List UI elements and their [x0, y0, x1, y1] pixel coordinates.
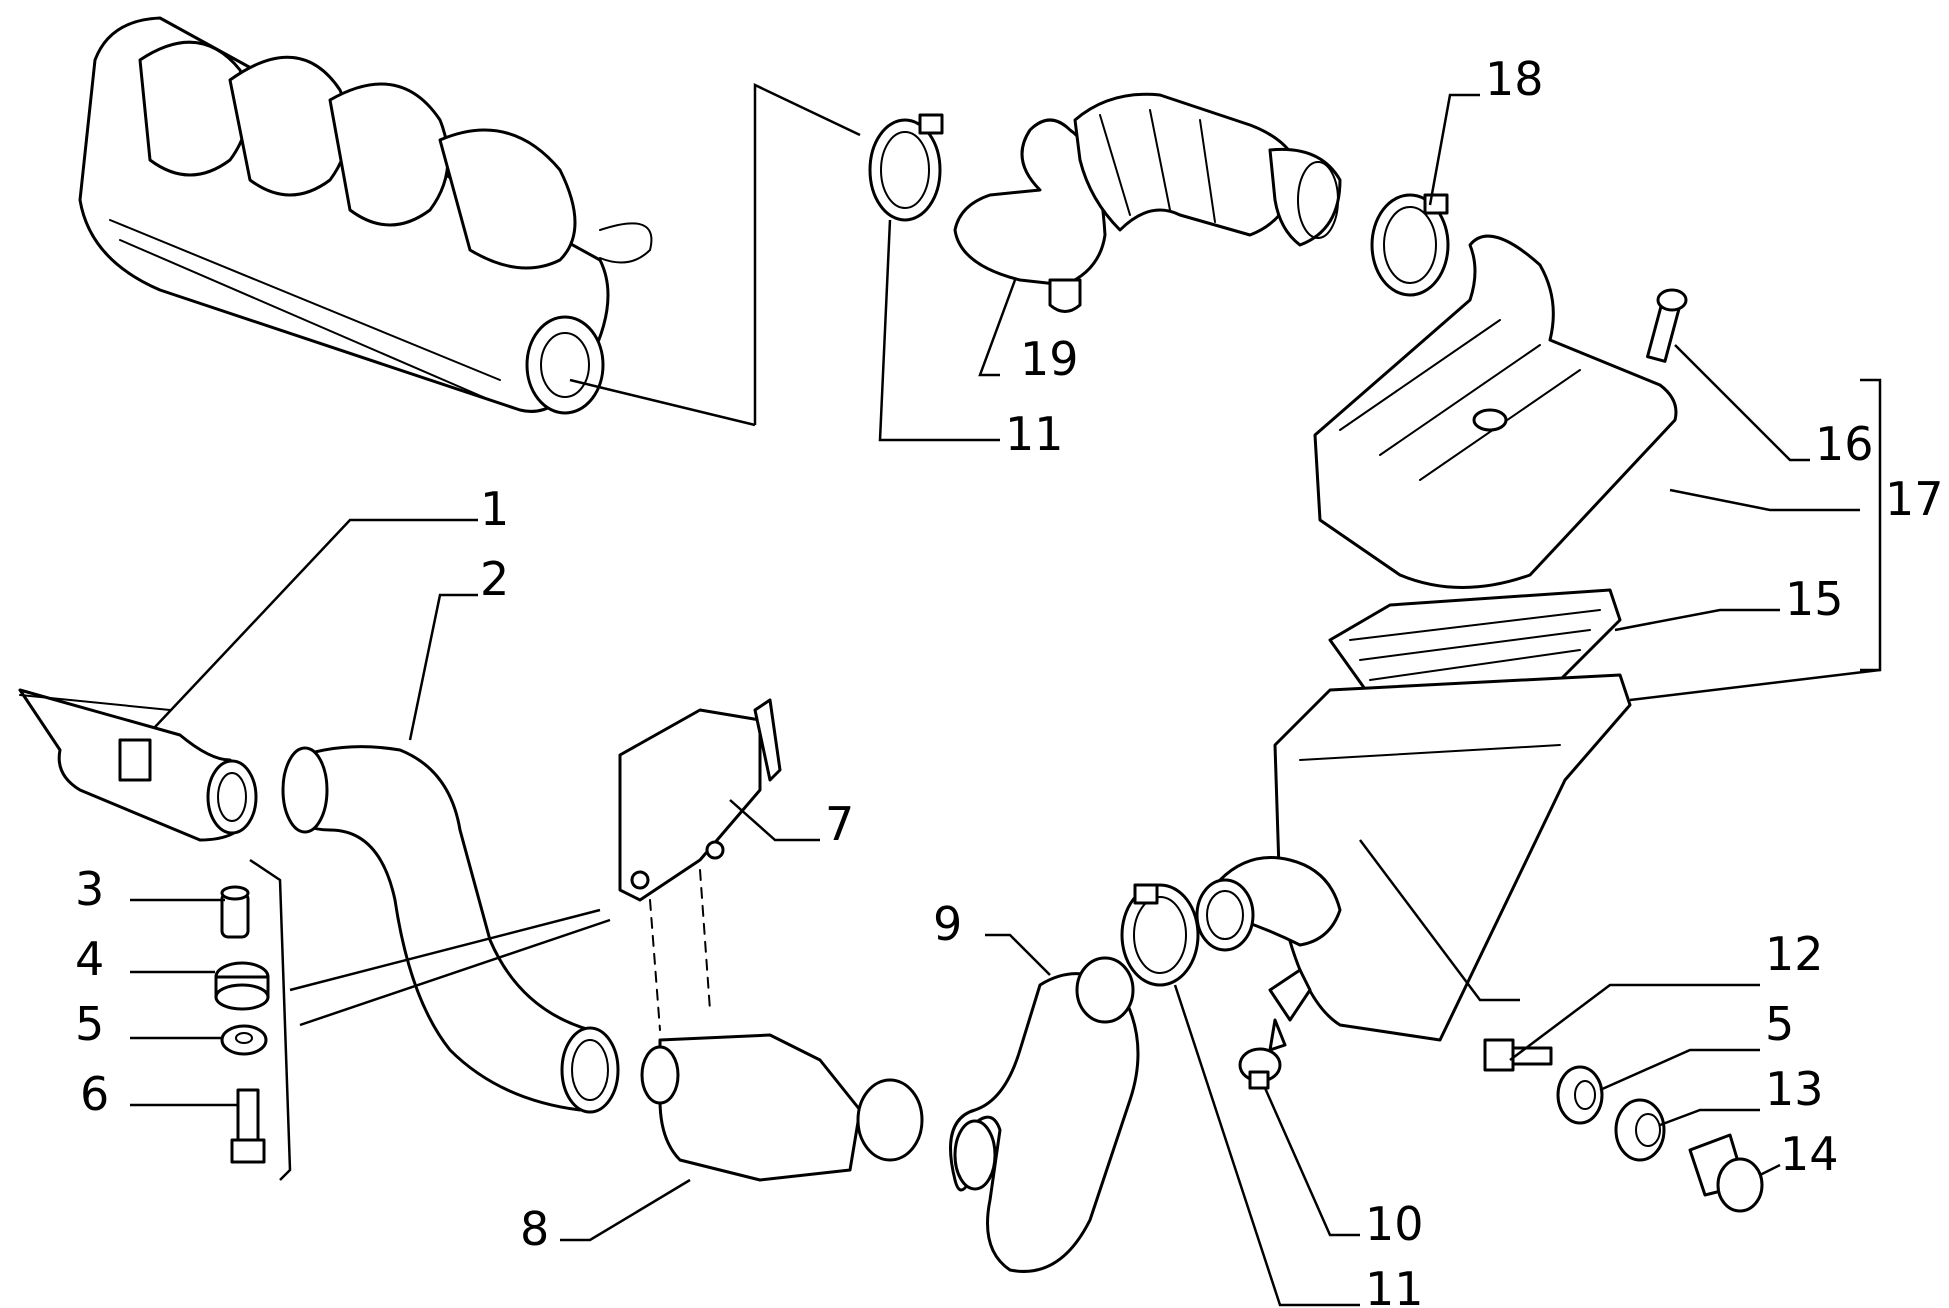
- leader-9: [985, 933, 1051, 976]
- bracket-7: [618, 698, 782, 902]
- leader-17-cover: [1669, 488, 1860, 512]
- spacer-14: [1688, 1133, 1764, 1213]
- grommet-10: [1238, 1047, 1282, 1090]
- callout-11-upper: 11: [1005, 407, 1064, 461]
- leader-15: [1614, 608, 1780, 632]
- callout-15: 15: [1785, 572, 1844, 626]
- callout-6: 6: [80, 1067, 109, 1121]
- washer-5-right: [1556, 1065, 1604, 1125]
- callout-10: 10: [1365, 1197, 1424, 1251]
- leader-housing-group: [1359, 839, 1520, 1002]
- hose-9: [949, 956, 1140, 1273]
- grommet-4: [214, 961, 270, 1011]
- callout-11-lower: 11: [1365, 1262, 1424, 1308]
- callout-14: 14: [1780, 1127, 1839, 1181]
- leader-11-lower: [1173, 984, 1360, 1307]
- leader-17-box: [1629, 668, 1881, 702]
- leader-manifold: [569, 378, 756, 427]
- resonator-8: [640, 1033, 924, 1182]
- callout-2: 2: [480, 552, 509, 606]
- leader-10: [1263, 1087, 1360, 1237]
- hose-clamp-18: [1370, 193, 1450, 297]
- leader-13: [1659, 1108, 1760, 1127]
- hose-clamp-lower: [1120, 883, 1200, 987]
- air-filter-housing: [1195, 234, 1678, 1052]
- leader-bracket-top: [753, 83, 861, 425]
- callout-1: 1: [480, 482, 509, 536]
- callout-8: 8: [520, 1202, 549, 1256]
- callout-17: 17: [1885, 472, 1944, 526]
- leader-group-a: [289, 908, 601, 992]
- callout-18: 18: [1485, 52, 1544, 106]
- callout-9: 9: [933, 897, 962, 951]
- hose-clamp-top: [868, 113, 944, 222]
- duct-1: [18, 688, 258, 842]
- leader-16: [1674, 344, 1810, 462]
- callout-19: 19: [1020, 332, 1079, 386]
- leader-8: [560, 1178, 691, 1242]
- leader-1: [154, 518, 478, 728]
- bushing-3: [220, 885, 250, 939]
- group-bracket-left: [249, 858, 292, 1181]
- intake-manifold: [78, 16, 653, 415]
- callout-16: 16: [1815, 417, 1874, 471]
- callout-4: 4: [75, 932, 104, 986]
- callout-3: 3: [75, 862, 104, 916]
- leader-18: [1428, 93, 1480, 206]
- screw-16: [1646, 288, 1688, 363]
- bolt-6: [230, 1088, 266, 1164]
- leader-14: [1759, 1163, 1781, 1177]
- intake-elbow: [953, 92, 1342, 313]
- leader-2: [408, 593, 478, 741]
- washer-5-left: [220, 1024, 268, 1056]
- callout-13: 13: [1765, 1062, 1824, 1116]
- callout-5-left: 5: [75, 997, 104, 1051]
- leader-19: [978, 279, 1017, 377]
- callout-12: 12: [1765, 927, 1824, 981]
- callout-5-right: 5: [1765, 997, 1794, 1051]
- leader-group-b: [299, 918, 611, 1027]
- leader-11-upper: [878, 219, 1000, 442]
- grommet-13: [1614, 1098, 1666, 1162]
- leader-12: [1509, 983, 1760, 1061]
- leader-7: [729, 799, 820, 842]
- leader-5-right: [1599, 1048, 1760, 1092]
- hose-2: [281, 745, 620, 1114]
- callout-7: 7: [825, 797, 854, 851]
